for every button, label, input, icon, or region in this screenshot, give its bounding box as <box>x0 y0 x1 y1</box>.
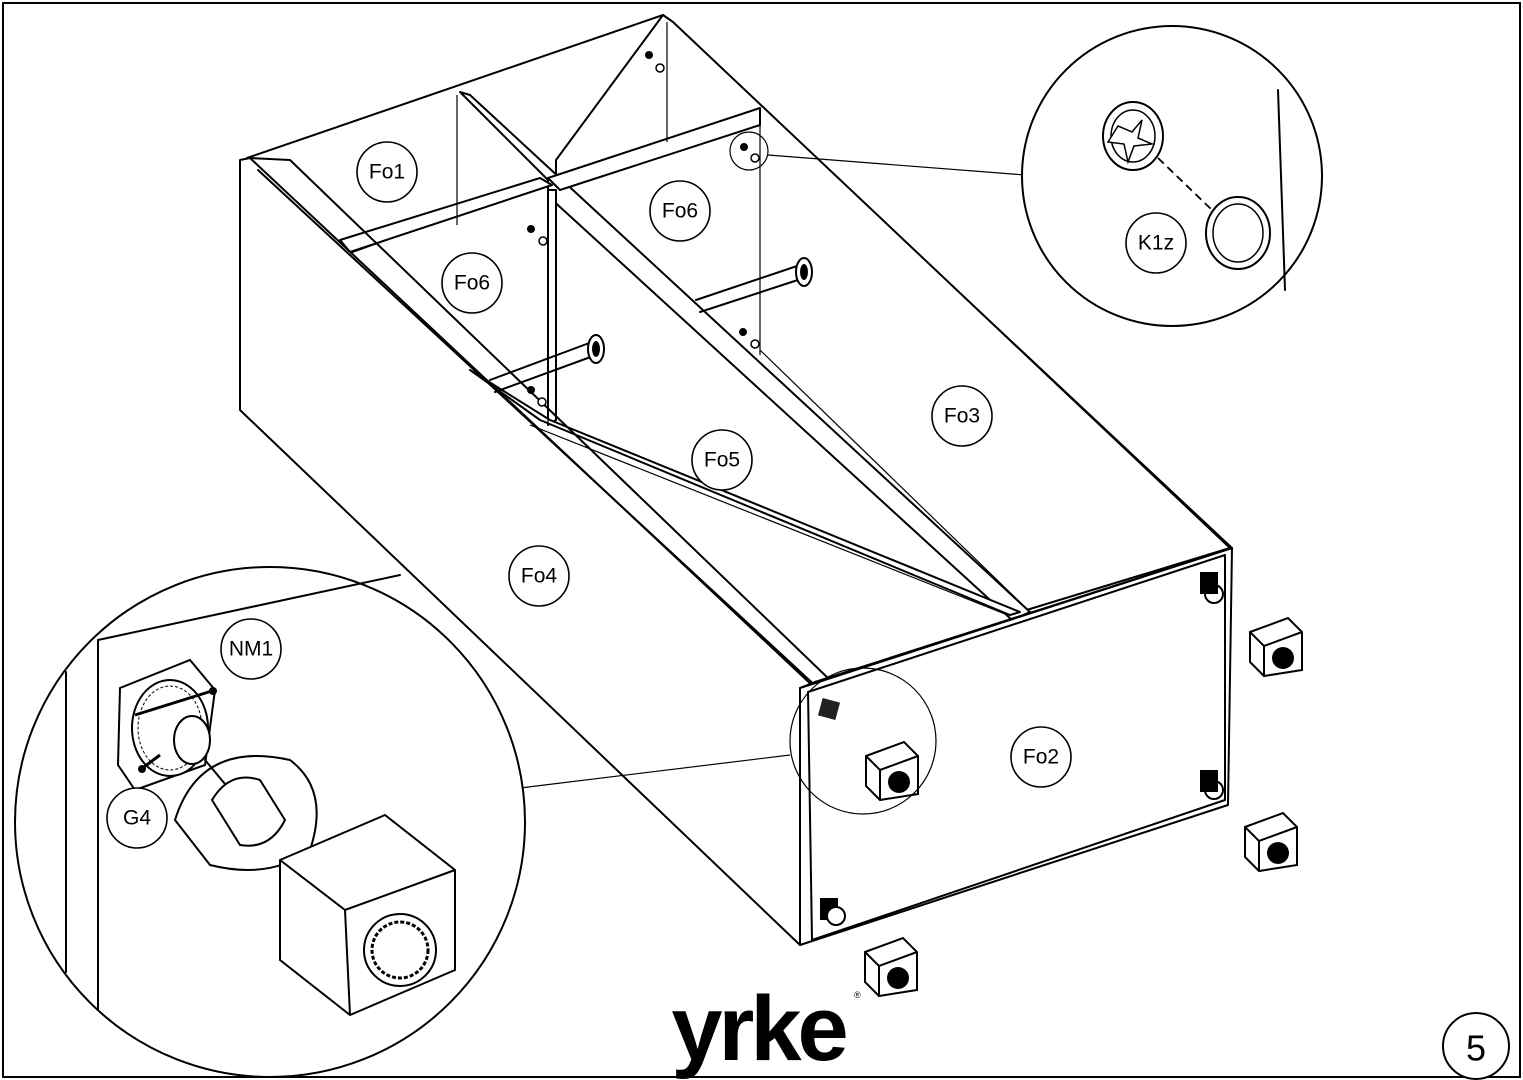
left-rim-inner <box>257 169 821 691</box>
detail-panel-top <box>97 574 401 641</box>
svg-text:NM1: NM1 <box>229 638 273 661</box>
dowel-rod-left <box>489 334 605 393</box>
svg-text:Fo3: Fo3 <box>944 405 980 428</box>
screw-icon <box>134 687 217 773</box>
foot-leader-line <box>519 754 791 789</box>
label-fo6-right: Fo6 <box>649 180 711 242</box>
cam-cap-icon <box>1205 196 1271 270</box>
cam-detail-callout <box>1021 25 1323 327</box>
pin-detail-marker <box>729 131 769 171</box>
label-fo6-left: Fo6 <box>441 252 503 314</box>
label-fo2: Fo2 <box>1010 726 1072 788</box>
left-top-rim <box>249 157 831 681</box>
svg-text:Fo6: Fo6 <box>662 200 698 223</box>
front-top-edge <box>799 547 1233 689</box>
brand-logo: yrke ® <box>671 978 861 1080</box>
leveling-foot-icon <box>116 658 217 792</box>
leveling-foot-icon <box>817 572 1224 926</box>
k1z-leader-line <box>767 154 1026 176</box>
divider-edge <box>547 189 557 426</box>
svg-text:G4: G4 <box>123 807 151 830</box>
brand-wordmark: yrke <box>671 978 846 1080</box>
adjuster-nut-icon <box>173 755 318 871</box>
label-fo5: Fo5 <box>691 429 753 491</box>
registered-mark: ® <box>854 990 861 1000</box>
label-fo3: Fo3 <box>931 385 993 447</box>
floor-line-2 <box>759 349 1029 611</box>
floor-line-1 <box>529 424 1006 615</box>
step-number-badge: 5 <box>1442 1012 1510 1080</box>
svg-text:K1z: K1z <box>1138 232 1174 255</box>
cam-pins <box>527 51 760 407</box>
foot-block-icon <box>864 616 1303 998</box>
svg-text:Fo5: Fo5 <box>704 449 740 472</box>
svg-text:Fo4: Fo4 <box>521 565 558 588</box>
foot-block-icon <box>279 813 456 1017</box>
label-fo1: Fo1 <box>356 141 418 203</box>
svg-text:Fo2: Fo2 <box>1023 746 1059 769</box>
svg-text:Fo6: Fo6 <box>454 272 490 295</box>
dowel-rod-right <box>695 257 813 313</box>
cam-lock-icon <box>1102 101 1164 171</box>
label-nm1: NM1 <box>220 618 282 680</box>
label-g4: G4 <box>106 787 168 849</box>
foot-detail-callout <box>14 566 526 1078</box>
label-fo4: Fo4 <box>508 545 570 607</box>
label-k1z: K1z <box>1125 212 1187 274</box>
step-number: 5 <box>1466 1028 1486 1069</box>
foot-detail-marker <box>789 667 937 815</box>
panel-edge-line <box>1277 89 1286 291</box>
svg-text:Fo1: Fo1 <box>369 161 405 184</box>
bottom-floor-edge <box>469 369 1021 616</box>
